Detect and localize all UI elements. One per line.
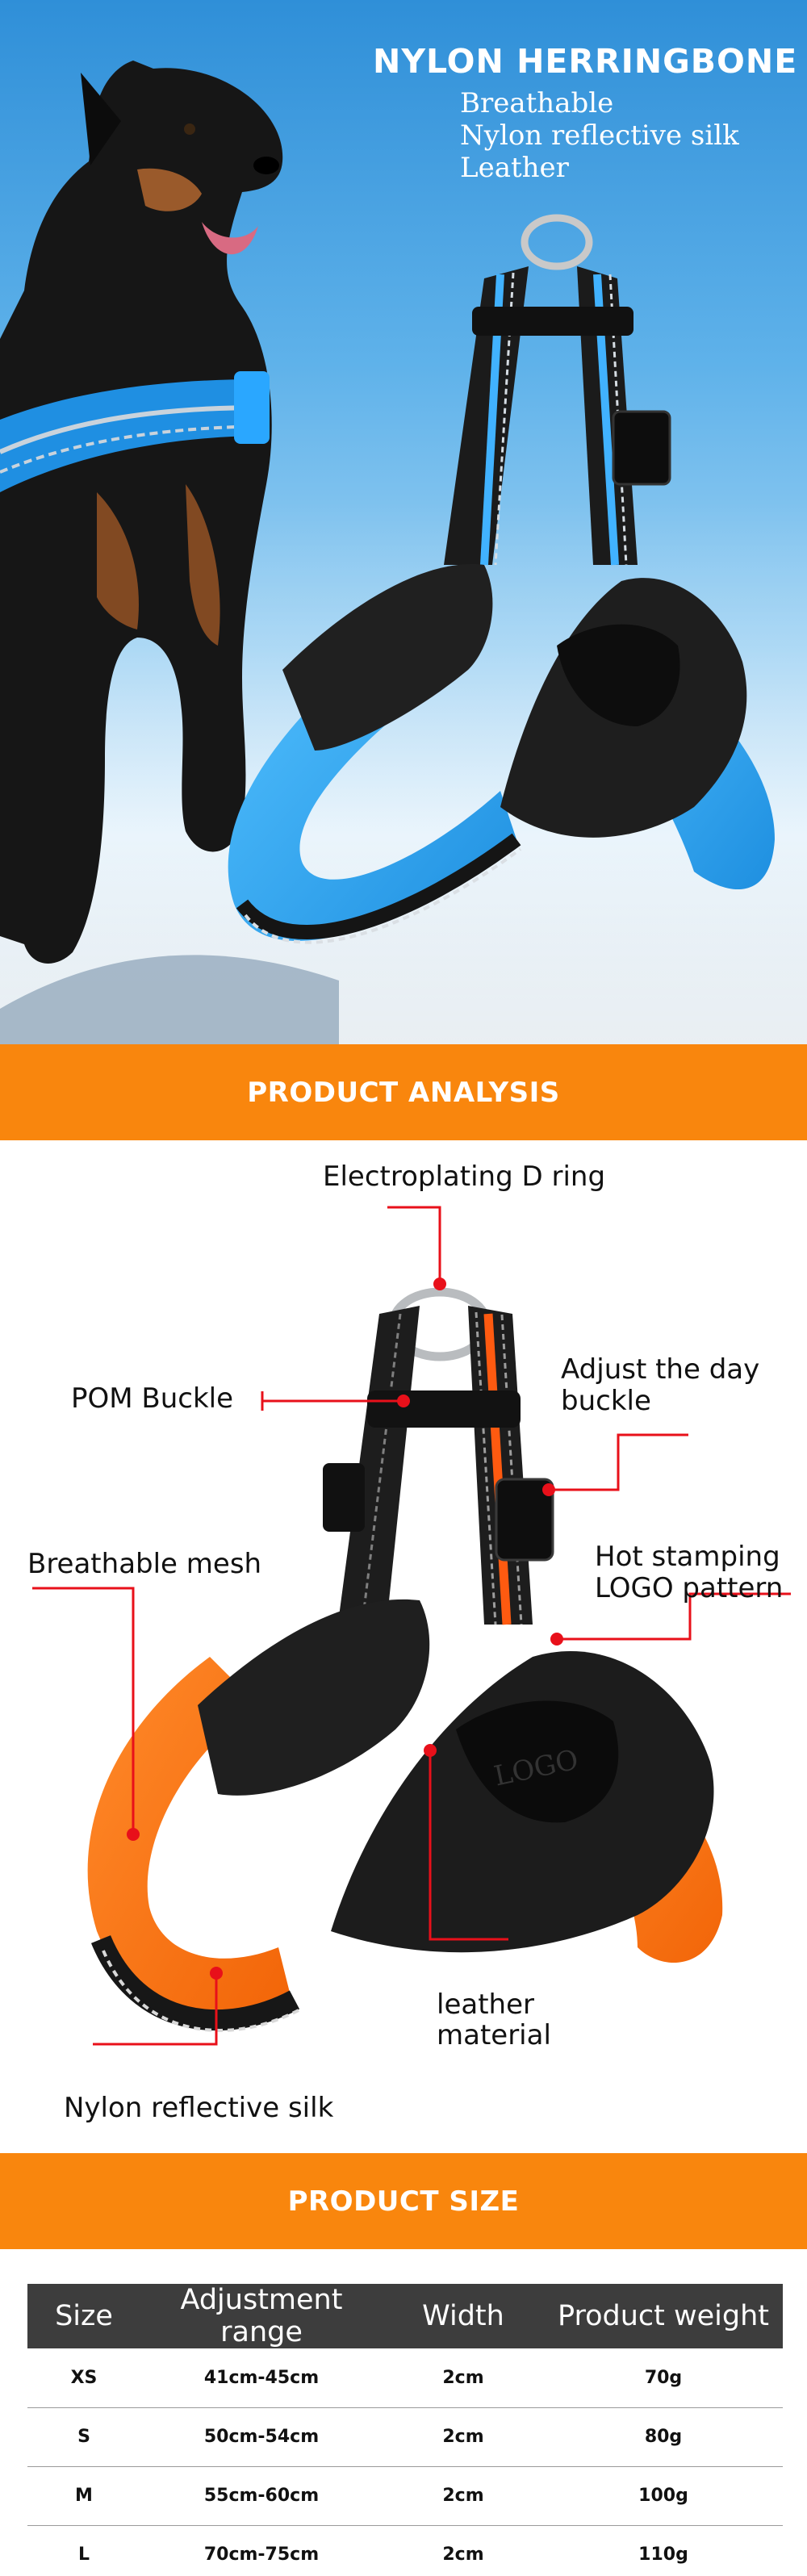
callout-leather-line1: leather	[437, 1988, 534, 2021]
header-size: Size	[27, 2284, 140, 2348]
callout-pom-buckle: POM Buckle	[71, 1382, 234, 1415]
product-analysis-banner: PRODUCT ANALYSIS	[0, 1044, 807, 1140]
cell-adjustment-range: 41cm-45cm	[140, 2348, 383, 2408]
header-product-weight: Product weight	[544, 2284, 783, 2348]
hero-feature-breathable: Breathable	[460, 87, 614, 119]
blue-harness-illustration	[228, 214, 775, 944]
product-analysis-section: LOGO Electropl	[0, 1140, 807, 2153]
size-table-header-row: Size Adjustment range Width Product weig…	[27, 2284, 783, 2348]
cell-product-weight: 110g	[638, 2545, 688, 2566]
callout-dot-reflective	[210, 1967, 223, 1980]
cell-adjustment-range: 70cm-75cm	[203, 2545, 320, 2566]
table-row: XS 41cm-45cm 2cm 70g	[27, 2348, 783, 2408]
callout-logo-line2: LOGO pattern	[595, 1572, 784, 1604]
cell-size: XS	[27, 2348, 140, 2408]
cell-size: S	[27, 2407, 140, 2467]
cell-size: L	[77, 2545, 90, 2566]
cell-adjustment-range: 55cm-60cm	[140, 2466, 383, 2526]
callout-dot-mesh	[127, 1828, 140, 1841]
hero-feature-leather: Leather	[460, 152, 569, 184]
product-size-heading: PRODUCT SIZE	[287, 2185, 520, 2218]
cell-product-weight: 100g	[544, 2466, 783, 2526]
callout-dot-d-ring	[433, 1278, 446, 1290]
cell-product-weight: 70g	[544, 2348, 783, 2408]
cell-width: 2cm	[442, 2545, 484, 2566]
cell-adjustment-range: 50cm-54cm	[140, 2407, 383, 2467]
table-row: S 50cm-54cm 2cm 80g	[27, 2407, 783, 2467]
hero-title: NYLON HERRINGBONE	[373, 42, 798, 81]
cell-product-weight: 80g	[544, 2407, 783, 2467]
size-table: Size Adjustment range Width Product weig…	[27, 2284, 783, 2576]
callout-leather-line2: material	[437, 2019, 551, 2051]
product-analysis-heading: PRODUCT ANALYSIS	[247, 1076, 560, 1109]
hero-scene-illustration	[0, 61, 807, 1044]
hero-section: NYLON HERRINGBONE Breathable Nylon refle…	[0, 0, 807, 1044]
callout-adjust-buckle-line1: Adjust the day	[561, 1353, 760, 1386]
callout-logo-line1: Hot stamping	[595, 1541, 780, 1573]
callout-dot-pom-buckle	[397, 1395, 410, 1407]
callout-d-ring: Electroplating D ring	[323, 1160, 606, 1193]
header-width: Width	[383, 2284, 544, 2348]
table-row: M 55cm-60cm 2cm 100g	[27, 2466, 783, 2526]
product-size-banner: PRODUCT SIZE	[0, 2153, 807, 2249]
callout-adjust-buckle-line2: buckle	[561, 1385, 651, 1417]
callout-dot-adjust-buckle	[542, 1483, 555, 1496]
header-adjustment-range: Adjustment range	[140, 2284, 383, 2348]
cell-size: M	[27, 2466, 140, 2526]
table-row: L 70cm-75cm 2cm 110g	[27, 2525, 783, 2576]
callout-breathable-mesh: Breathable mesh	[27, 1548, 262, 1580]
cell-width: 2cm	[383, 2348, 544, 2408]
hero-feature-reflective: Nylon reflective silk	[460, 119, 739, 152]
callout-reflective-silk: Nylon reflective silk	[64, 2092, 334, 2124]
orange-harness-diagram: LOGO	[32, 1206, 791, 2046]
cell-width: 2cm	[383, 2407, 544, 2467]
dog-silhouette	[0, 61, 283, 964]
callout-dot-leather	[424, 1744, 437, 1757]
cell-width: 2cm	[383, 2466, 544, 2526]
callout-dot-logo	[550, 1633, 563, 1646]
